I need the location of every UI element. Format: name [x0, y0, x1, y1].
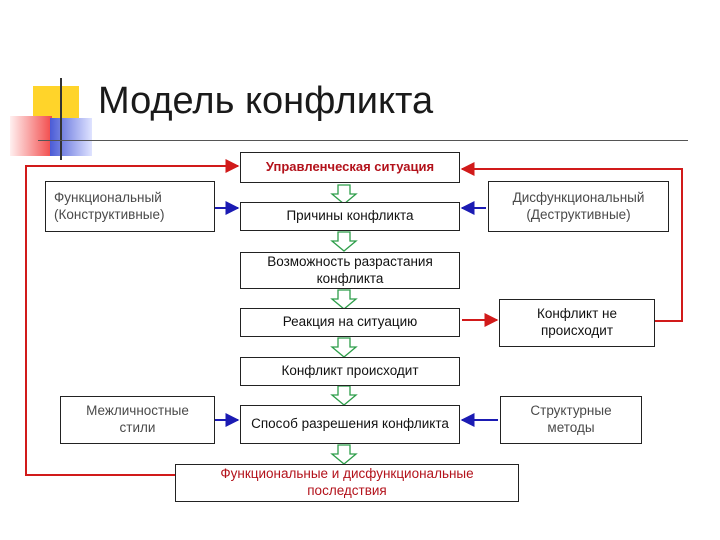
green-arrow-2: [330, 231, 358, 252]
green-arrow-6: [330, 444, 358, 465]
box-management-situation: Управленческая ситуация: [240, 152, 460, 183]
box-conflict-not-occurs: Конфликт не происходит: [499, 299, 655, 347]
red-line-left-loop: [25, 159, 240, 476]
green-arrow-3: [330, 289, 358, 310]
box-resolution-method: Способ разрешения конфликта: [240, 405, 460, 444]
box-interpersonal-styles: Межличностные стили: [60, 396, 215, 444]
box-conflict-causes: Причины конфликта: [240, 202, 460, 231]
green-down-arrows: [330, 184, 358, 465]
box-conflict-occurs: Конфликт происходит: [240, 357, 460, 386]
box-dysfunctional: Дисфункциональный (Деструктивные): [488, 181, 669, 232]
box-escalation-possibility: Возможность разрастания конфликта: [240, 252, 460, 289]
page-title: Модель конфликта: [98, 80, 434, 122]
red-line-right-loop: [460, 162, 683, 322]
decor-blue-square: [50, 118, 92, 156]
green-arrow-1: [330, 184, 358, 205]
green-arrow-5: [330, 385, 358, 406]
box-consequences: Функциональные и дисфункциональные после…: [175, 464, 519, 502]
decor-horizontal-line: [38, 140, 688, 141]
box-reaction: Реакция на ситуацию: [240, 308, 460, 337]
decor-red-square: [10, 116, 52, 156]
box-functional: Функциональный (Конструктивные): [45, 181, 215, 232]
decor-vertical-line: [60, 78, 62, 160]
green-arrow-4: [330, 337, 358, 358]
box-structural-methods: Структурные методы: [500, 396, 642, 444]
